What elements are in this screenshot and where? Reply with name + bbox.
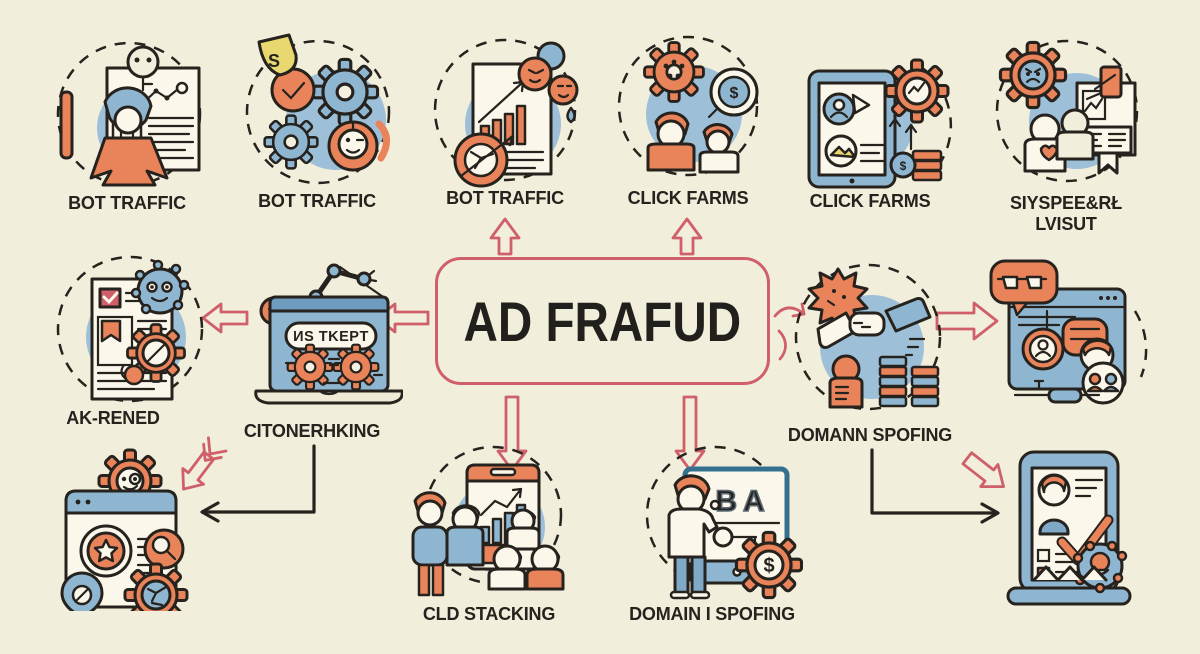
coin-stack xyxy=(911,149,943,182)
orange-swoosh xyxy=(375,120,390,162)
person-orange-shirt xyxy=(646,142,696,172)
clickjacking-laptop-icon: ИS TKEPT xyxy=(254,263,403,405)
right-arrow-to-browser xyxy=(935,301,999,341)
magnifier-dollar: $ xyxy=(730,85,739,102)
black-connector-left xyxy=(200,444,316,523)
presenter-body xyxy=(667,507,719,559)
domain-spoofing-handshake-icon xyxy=(794,263,942,411)
ad-fraud-center-box: AD FRAFUD xyxy=(435,257,770,385)
balloon-robot-head xyxy=(126,45,160,79)
clasped-hands xyxy=(848,311,886,337)
clipboard-icon xyxy=(1099,65,1123,99)
board-letters: BA xyxy=(715,485,770,518)
label-domain-i-spofing: DOMAIN I SPOFING xyxy=(629,604,795,624)
bot-traffic-gears-icon: S xyxy=(245,33,391,185)
down-arrow-cld-stacking xyxy=(496,395,528,472)
orange-blob-face xyxy=(547,74,579,106)
coin-stacks xyxy=(878,355,940,408)
dollar-coin xyxy=(889,151,917,179)
label-suspicious-visit: SIYSPEE&RŁ LVISUT xyxy=(1009,193,1123,234)
label-click-farms-1: CLICK FARMS xyxy=(627,188,749,208)
zigzag-tear xyxy=(1032,565,1108,582)
black-connector-right xyxy=(870,448,1000,524)
down-arrow-domain-spofing xyxy=(674,395,706,472)
person-dress xyxy=(89,136,169,187)
person xyxy=(445,525,485,567)
label-bot-traffic-3: BOT TRAFFIC xyxy=(446,188,564,208)
svg-text:$: $ xyxy=(763,555,774,577)
speech-bubble xyxy=(989,259,1059,305)
click-farms-tablet-icon: $ xyxy=(807,58,953,189)
bot-traffic-report-icon xyxy=(433,38,579,188)
cld-stacking-people-icon xyxy=(411,445,565,597)
gear-dots xyxy=(663,59,685,79)
verified-profile-tablet-icon xyxy=(1006,450,1132,606)
person xyxy=(487,567,527,591)
screen-pill xyxy=(284,321,378,351)
person xyxy=(411,525,449,567)
left-arrow-to-akrened xyxy=(201,302,249,334)
label-cld-stacking: CLD STACKING xyxy=(422,604,556,624)
outline-arrow-down-right xyxy=(961,451,1005,489)
label-bot-traffic-2: BOT TRAFFIC xyxy=(258,191,376,211)
key-icon xyxy=(712,526,734,548)
ad-fraud-title: AD FRAFUD xyxy=(463,289,742,353)
chevron-arrow-down-left xyxy=(181,436,228,491)
shield-icon xyxy=(257,33,298,77)
glasses-icon xyxy=(996,275,1048,290)
angry-face xyxy=(1017,59,1049,91)
group-circle xyxy=(1081,361,1125,405)
ribbon-icon xyxy=(1097,151,1119,175)
up-arrow-click-farms xyxy=(671,217,703,256)
person xyxy=(505,526,541,551)
label-ak-rened: AK-RENED xyxy=(66,408,160,428)
gear-icon xyxy=(263,114,319,170)
drop xyxy=(566,106,576,124)
node-slider xyxy=(1047,387,1083,404)
click-farms-people-icon: $ xyxy=(617,35,759,177)
suspicious-visit-icon xyxy=(995,39,1139,183)
fake-reviews-browser-icon xyxy=(60,448,189,611)
sketchy-arrow-to-handshake xyxy=(773,302,806,361)
bot-traffic-person-chart-icon xyxy=(56,41,202,187)
akrened-document-icon xyxy=(56,255,204,403)
up-arrow-bot-traffic xyxy=(489,217,521,256)
label-domann-spofing: DOMANN SPOFING xyxy=(787,425,953,445)
orange-splat xyxy=(123,364,145,386)
laptop-base xyxy=(254,389,403,405)
left-arrow-to-laptop xyxy=(375,302,430,334)
pen-nib xyxy=(503,134,515,147)
person-bust xyxy=(1055,130,1095,161)
shield-letter: S xyxy=(268,51,280,71)
pill-text: ИS TKEPT xyxy=(293,329,369,345)
label-click-farms-2: CLICK FARMS xyxy=(809,191,931,211)
fake-profiles-browser-icon xyxy=(989,259,1148,405)
domain-spofing-presenter-icon: BA $ xyxy=(645,445,803,600)
gear-icon xyxy=(310,57,380,127)
person-white-shirt xyxy=(698,150,740,174)
handshake-sleeve-blue xyxy=(884,297,932,333)
label-citonerhking: CITONERHKING xyxy=(243,421,381,441)
handshake-sleeve-white xyxy=(816,311,858,349)
gear-icon xyxy=(643,41,705,103)
svg-text:$: $ xyxy=(900,159,907,173)
label-bot-traffic-1: BOT TRAFFIC xyxy=(68,193,186,213)
person-bust xyxy=(1038,518,1070,536)
person xyxy=(525,567,565,591)
